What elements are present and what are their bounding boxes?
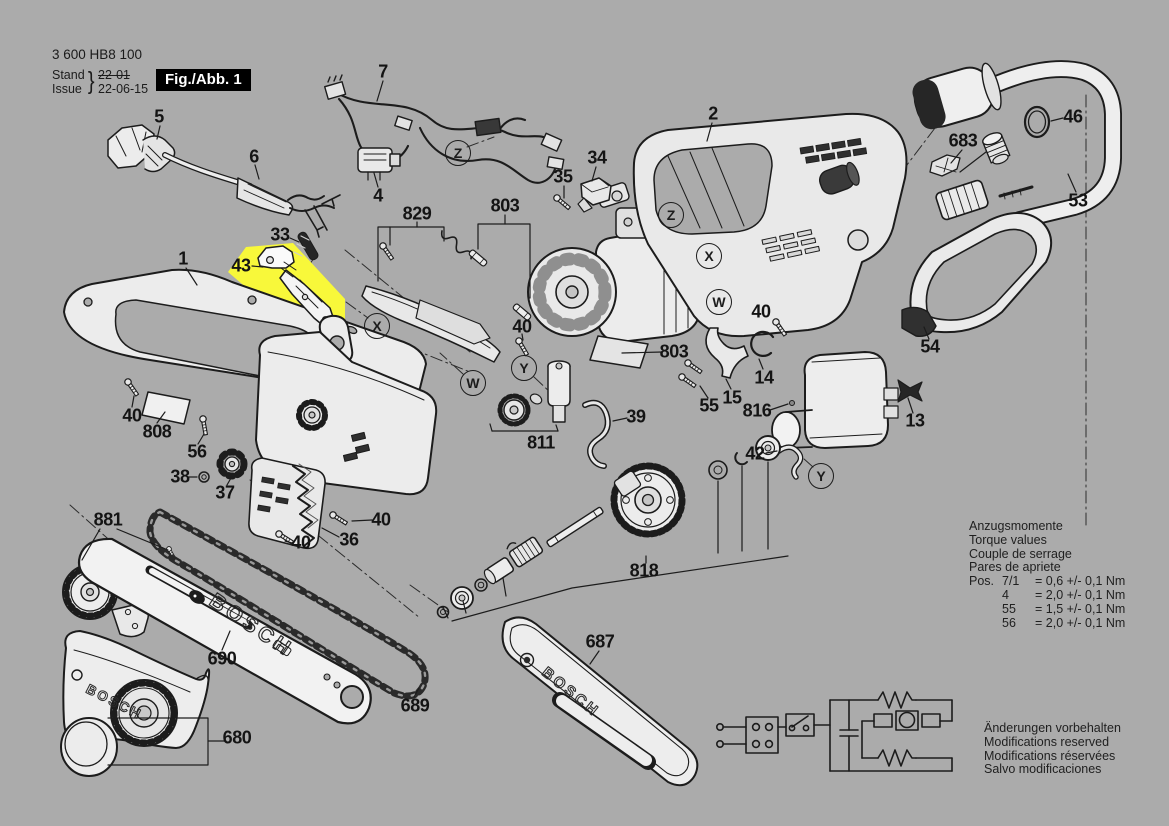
figure-label: Fig./Abb. 1 [156, 69, 251, 91]
brake-band-group [361, 230, 619, 363]
part-label-687: 687 [585, 631, 615, 652]
switch-4 [357, 147, 401, 181]
torque-heading-line: Couple de serrage [969, 546, 1072, 561]
issue-label: Issue [52, 81, 82, 96]
part-label-803: 803 [490, 195, 520, 216]
part-label-818: 818 [629, 560, 659, 581]
leader-lines [81, 80, 1077, 766]
part-label-54: 54 [920, 336, 940, 357]
oil-cap-683 [929, 132, 1011, 177]
footer-note-line: Salvo modificaciones [984, 762, 1102, 777]
part-label-36: 36 [339, 529, 359, 550]
torque-row: Pos.7/1= 0,6 +/- 0,1 Nm [969, 574, 1126, 589]
part-label-881: 881 [93, 509, 123, 530]
part-label-40: 40 [751, 301, 771, 322]
rear-handle [912, 60, 1122, 229]
issue-value: 22-06-15 [98, 81, 149, 96]
part-label-4: 4 [373, 185, 383, 206]
part-label-38: 38 [170, 466, 190, 487]
part-label-14: 14 [754, 367, 774, 388]
chain-689 [146, 508, 429, 700]
view-marker-W: W [460, 370, 486, 396]
view-marker-Y: Y [511, 355, 537, 381]
part-label-829: 829 [402, 203, 432, 224]
part-label-40: 40 [291, 532, 311, 553]
wiring-schematic [715, 691, 953, 772]
part-label-15: 15 [722, 387, 742, 408]
part-label-811: 811 [527, 432, 555, 453]
part-label-690: 690 [207, 648, 237, 669]
gear-shaft-818 [436, 435, 781, 619]
clip-13 [897, 379, 923, 403]
top-housing-2 [632, 112, 908, 338]
part-label-34: 34 [587, 147, 607, 168]
view-marker-Z: Z [658, 202, 684, 228]
plug-and-cable [107, 124, 341, 238]
inner-cover [248, 314, 438, 550]
footer-note-line: Modifications réservées [984, 748, 1116, 763]
wiring-harness [323, 74, 565, 184]
part-label-680: 680 [222, 727, 252, 748]
footer-note-line: Änderungen vorbehalten [984, 721, 1121, 735]
part-label-56: 56 [187, 441, 207, 462]
part-label-55: 55 [699, 395, 719, 416]
part-label-6: 6 [249, 146, 259, 167]
part-label-43: 43 [231, 255, 251, 276]
oil-pump [497, 360, 611, 469]
torque-heading-line: Torque values [969, 532, 1047, 547]
part-label-5: 5 [154, 106, 164, 127]
sprocket-cover-680: BOSCH [60, 630, 211, 777]
part-label-37: 37 [215, 482, 235, 503]
part-label-689: 689 [400, 695, 430, 716]
part-label-35: 35 [553, 166, 573, 187]
part-label-33: 33 [270, 224, 290, 245]
brake-lever-group [676, 316, 923, 480]
part-label-808: 808 [142, 421, 172, 442]
brace-glyph: } [87, 67, 95, 95]
part-label-40: 40 [512, 316, 532, 337]
product-code: 3 600 HB8 100 [52, 47, 143, 62]
sensor-34-35 [551, 177, 612, 213]
ring-46 [1023, 105, 1051, 139]
title-block: 3 600 HB8 100 Stand Issue } 22-01 22-06-… [52, 47, 148, 96]
guide-bar: BOSCH [62, 537, 372, 725]
torque-heading-line: Anzugsmomente [969, 519, 1063, 533]
part-label-683: 683 [948, 130, 978, 151]
part-label-7: 7 [378, 61, 388, 82]
part-label-40: 40 [371, 509, 391, 530]
view-marker-Z: Z [445, 140, 471, 166]
part-label-1: 1 [178, 248, 188, 269]
part-label-40: 40 [122, 405, 142, 426]
stand-label: Stand [52, 67, 85, 82]
torque-heading-line: Pares de apriete [969, 560, 1061, 575]
part-label-816: 816 [742, 400, 772, 421]
part-label-39: 39 [626, 406, 646, 427]
part-label-46: 46 [1063, 106, 1083, 127]
view-marker-X: X [364, 313, 390, 339]
view-marker-Y: Y [808, 463, 834, 489]
torque-row: 4= 2,0 +/- 0,1 Nm [1002, 587, 1126, 602]
view-marker-X: X [696, 243, 722, 269]
spike-bumper-36 [292, 465, 315, 547]
torque-row: 55= 1,5 +/- 0,1 Nm [1002, 601, 1126, 616]
part-label-53: 53 [1068, 190, 1088, 211]
part-label-13: 13 [905, 410, 925, 431]
spring-33 [293, 231, 319, 261]
view-marker-W: W [706, 289, 732, 315]
footer-note-line: Modifications reserved [984, 734, 1110, 749]
hand-guard-54 [901, 212, 1053, 337]
part-43 [257, 245, 335, 329]
small-parts-left [122, 376, 349, 546]
part-label-803: 803 [659, 341, 689, 362]
torque-row: 56= 2,0 +/- 0,1 Nm [1002, 615, 1126, 630]
stand-value: 22-01 [98, 67, 131, 82]
part-label-2: 2 [708, 103, 718, 124]
part-label-42: 42 [745, 443, 765, 464]
